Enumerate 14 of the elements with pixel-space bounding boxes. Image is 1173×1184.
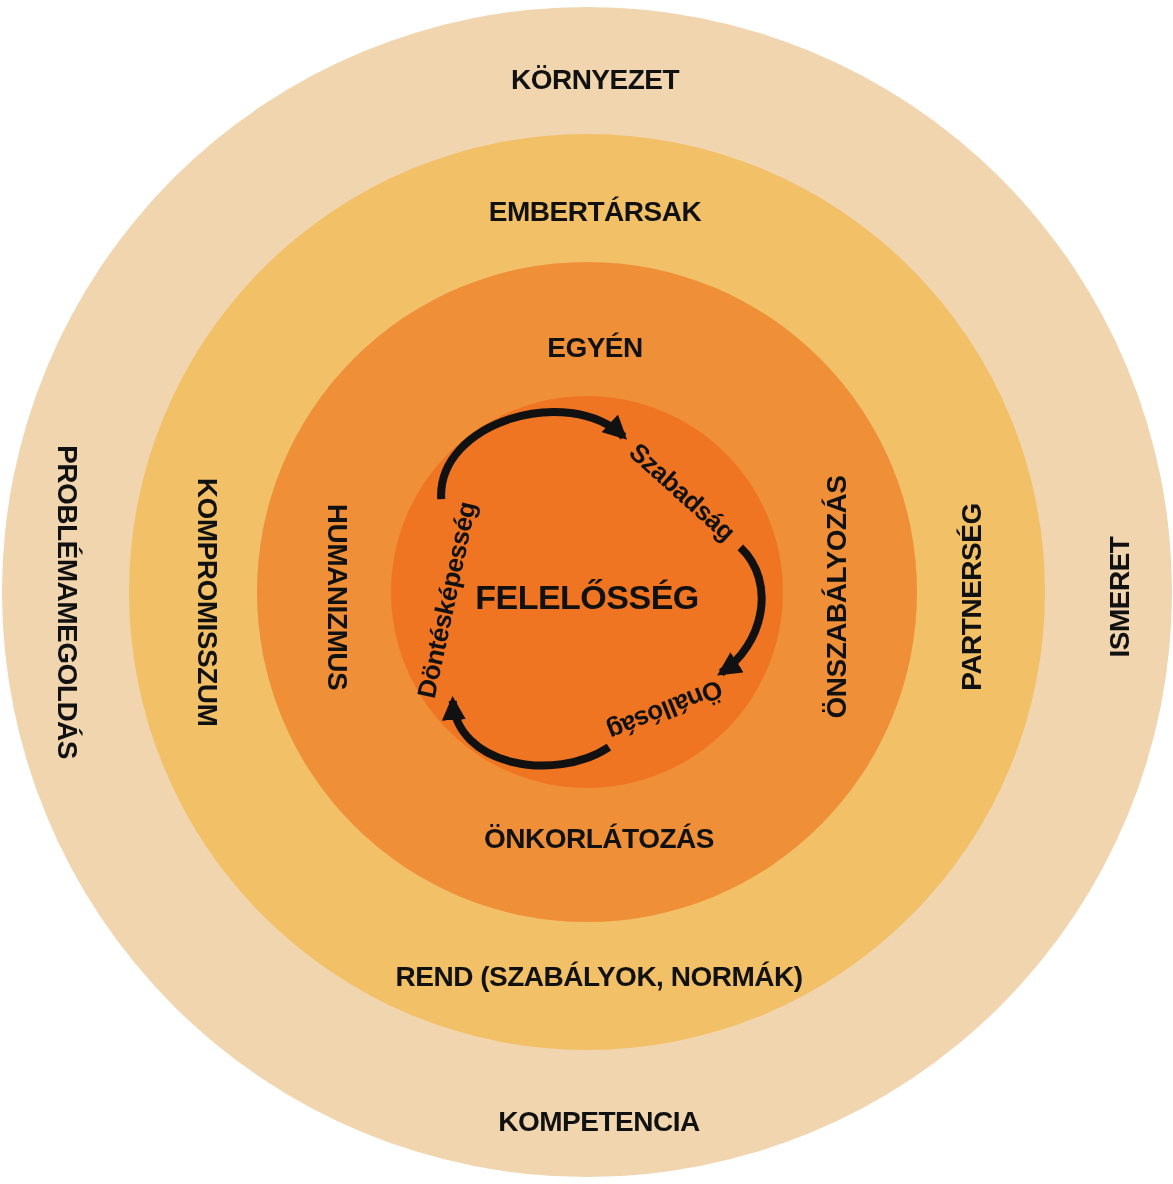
ring-label: EGYÉN [547, 332, 643, 364]
ring-label: EMBERTÁRSAK [488, 196, 702, 228]
ring-label: KOMPROMISSZUM [191, 477, 223, 727]
ring-label: REND (SZABÁLYOK, NORMÁK) [395, 961, 803, 993]
ring-label: ÖNKORLÁTOZÁS [484, 823, 714, 855]
ring-label: PARTNERSÉG [956, 503, 988, 691]
ring-label: HUMANIZMUS [321, 503, 353, 691]
ring-label: KOMPETENCIA [498, 1106, 700, 1138]
arrow [444, 696, 611, 770]
ring-label: PROBLÉMAMEGOLDÁS [51, 445, 83, 759]
ring-label: ISMERET [1104, 536, 1136, 658]
arrow [717, 544, 766, 677]
ring-label: ÖNSZABÁLYOZÁS [821, 475, 853, 719]
ring-label: KÖRNYEZET [510, 64, 680, 96]
